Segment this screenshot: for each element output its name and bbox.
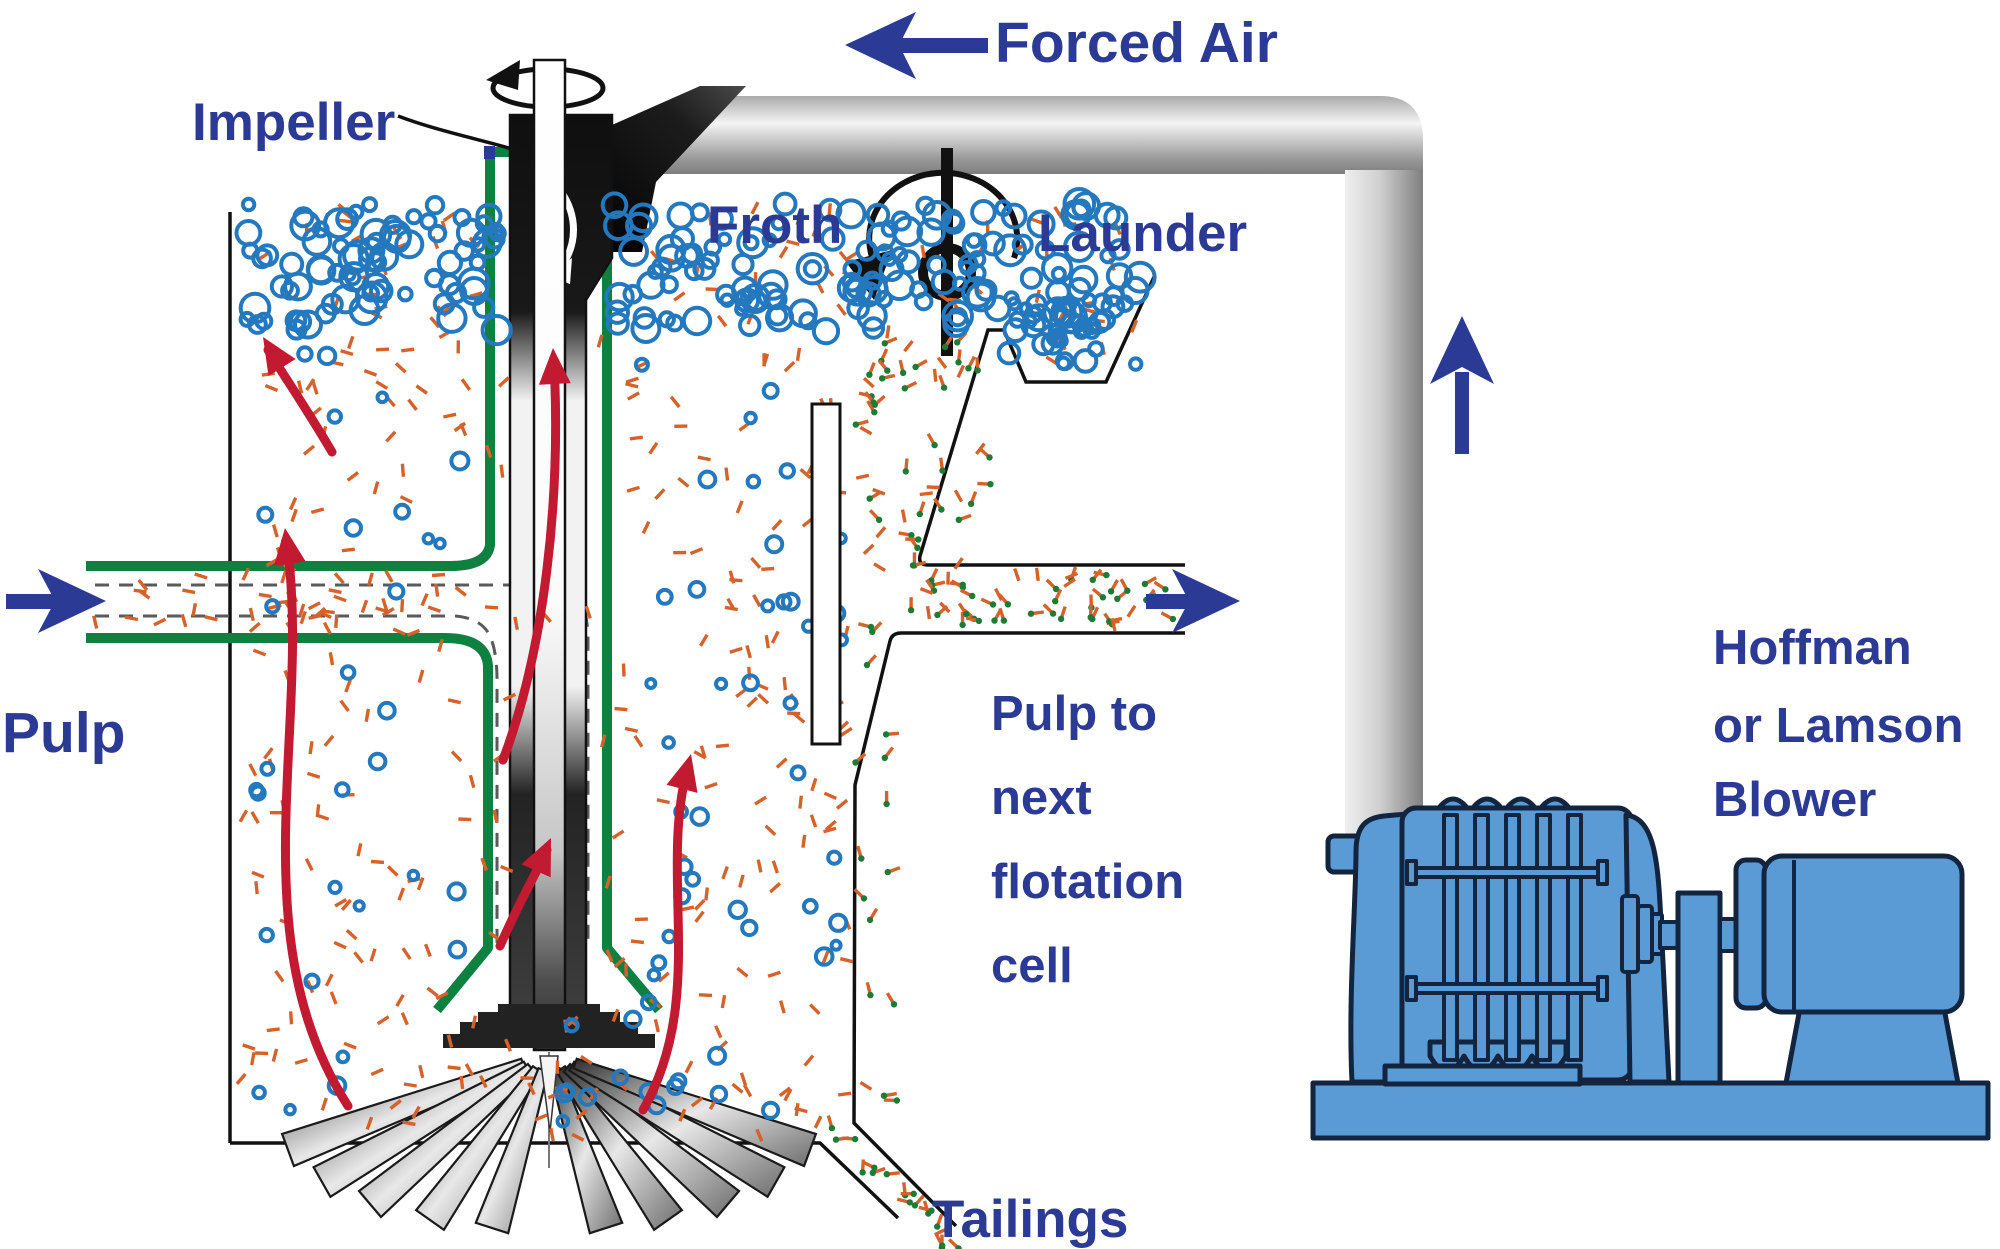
shaft-rotation-head-icon — [486, 60, 520, 90]
impeller-pointer-tip — [484, 146, 495, 159]
impeller-label: Impeller — [192, 93, 395, 152]
launder-label: Launder — [1038, 204, 1247, 263]
forced-air-arrow-icon — [845, 12, 988, 79]
circulation-arrows — [263, 337, 698, 1115]
froth-label: Froth — [707, 196, 842, 255]
outlet-channel-top — [917, 276, 1185, 567]
pulp-next-line3: flotation — [991, 855, 1184, 909]
impeller-crown — [443, 1004, 655, 1048]
blower-line1: Hoffman — [1713, 621, 1912, 675]
froth-bubbles — [234, 187, 1157, 1129]
motor-body — [1761, 853, 1965, 1015]
overflow-baffle — [810, 402, 842, 746]
air-up-arrow-icon — [1430, 316, 1494, 454]
forced-air-label: Forced Air — [995, 11, 1278, 75]
motor-pedestal-block — [1675, 890, 1723, 1086]
pulp-label: Pulp — [2, 701, 126, 765]
tailings-label: Tailings — [932, 1190, 1128, 1249]
blower-tie-rods — [1405, 859, 1609, 1002]
blower-base — [1310, 1080, 1991, 1141]
pulp-out-arrow-icon — [1146, 569, 1240, 633]
impeller-blades — [280, 1057, 818, 1235]
blower-assembly — [1310, 796, 1991, 1141]
pulp-next-line4: cell — [991, 939, 1073, 993]
pulp-next-label: Pulp to next flotation cell — [991, 687, 1184, 993]
pulp-flow-dashed-lower — [95, 614, 499, 944]
pulp-next-line2: next — [991, 771, 1092, 825]
blower-foot — [1382, 1063, 1583, 1087]
pulp-next-line1: Pulp to — [991, 687, 1157, 741]
pulp-in-arrow-icon — [6, 569, 106, 633]
motor-stand — [1783, 1005, 1961, 1086]
blower-line2: or Lamson — [1713, 699, 1963, 753]
tank-right-wall — [852, 631, 1185, 1228]
air-pipe-vertical — [1345, 170, 1423, 840]
air-pipe-horizontal — [640, 96, 1423, 174]
blower-label: Hoffman or Lamson Blower — [1713, 621, 1963, 827]
blower-line3: Blower — [1713, 773, 1876, 827]
impeller-pointer-line — [397, 114, 523, 154]
pulp-particles — [92, 201, 1177, 1249]
feed-pipe-bottom-green — [86, 633, 493, 1014]
